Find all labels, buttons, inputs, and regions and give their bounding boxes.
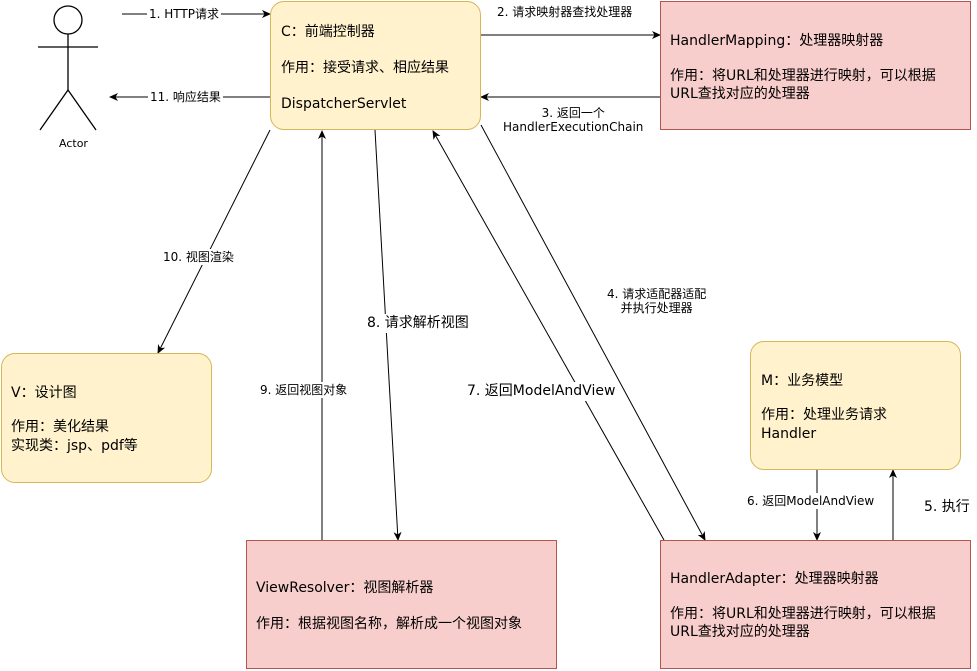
edge-6-label: 6. 返回ModelAndView: [745, 493, 877, 509]
edge-7-line: [432, 130, 665, 541]
view-desc-1: 作用：美化结果: [11, 419, 109, 435]
model-title: M：业务模型: [761, 373, 844, 389]
controller-name: DispatcherServlet: [281, 96, 407, 112]
actor-head: [53, 5, 83, 35]
edge-4-label: 4. 请求适配器适配 并执行处理器: [605, 286, 709, 316]
view-desc-2: 实现类：jsp、pdf等: [11, 438, 138, 454]
handler-adapter-node[interactable]: HandlerAdapter：处理器映射器 作用：将URL和处理器进行映射，可以…: [660, 540, 971, 669]
view-resolver-node[interactable]: ViewResolver：视图解析器 作用：根据视图名称，解析成一个视图对象: [246, 540, 557, 669]
edge-8-line: [374, 129, 402, 541]
edge-2-label: 2. 请求映射器查找处理器: [495, 4, 635, 20]
edge-5-label: 5. 执行: [922, 498, 972, 517]
controller-desc: 作用：接受请求、相应结果: [281, 60, 449, 76]
edge-10-label: 10. 视图渲染: [161, 249, 236, 265]
actor-left-leg: [39, 89, 69, 131]
model-desc-2: Handler: [761, 426, 817, 442]
controller-title: C：前端控制器: [281, 24, 375, 40]
handler-mapping-desc-2: URL查找对应的处理器: [670, 86, 810, 102]
handler-adapter-desc-2: URL查找对应的处理器: [670, 624, 810, 640]
edge-3-label: 3. 返回一个 HandlerExecutionChain: [501, 105, 646, 135]
edge-10-line: [157, 129, 271, 354]
handler-mapping-title: HandlerMapping：处理器映射器: [670, 33, 884, 49]
edge-7-label: 7. 返回ModelAndView: [465, 382, 618, 401]
handler-mapping-desc-1: 作用：将URL和处理器进行映射，可以根据: [670, 68, 936, 84]
actor-label: Actor: [59, 137, 88, 150]
edge-9-label: 9. 返回视图对象: [258, 382, 350, 398]
edge-11-label: 11. 响应结果: [148, 89, 223, 105]
edge-4-line: [480, 124, 706, 541]
view-resolver-title: ViewResolver：视图解析器: [256, 580, 434, 596]
edge-3-label-line2: HandlerExecutionChain: [503, 120, 644, 134]
edge-4-label-line2: 并执行处理器: [620, 301, 693, 315]
model-node[interactable]: M：业务模型 作用：处理业务请求 Handler: [750, 341, 961, 470]
actor-figure[interactable]: [38, 5, 98, 131]
model-desc-1: 作用：处理业务请求: [761, 407, 887, 423]
edge-8-label: 8. 请求解析视图: [365, 314, 471, 333]
view-node[interactable]: V：设计图 作用：美化结果 实现类：jsp、pdf等: [1, 353, 212, 483]
edge-1-label: 1. HTTP请求: [147, 6, 221, 22]
actor-right-leg: [67, 89, 97, 131]
handler-mapping-node[interactable]: HandlerMapping：处理器映射器 作用：将URL和处理器进行映射，可以…: [660, 1, 971, 130]
edge-3-label-line1: 3. 返回一个: [541, 106, 605, 120]
controller-node[interactable]: C：前端控制器 作用：接受请求、相应结果 DispatcherServlet: [270, 1, 481, 130]
handler-adapter-desc-1: 作用：将URL和处理器进行映射，可以根据: [670, 606, 936, 622]
view-resolver-desc: 作用：根据视图名称，解析成一个视图对象: [256, 616, 522, 632]
view-title: V：设计图: [11, 385, 77, 401]
edge-4-label-line1: 4. 请求适配器适配: [607, 287, 707, 301]
handler-adapter-title: HandlerAdapter：处理器映射器: [670, 571, 879, 587]
